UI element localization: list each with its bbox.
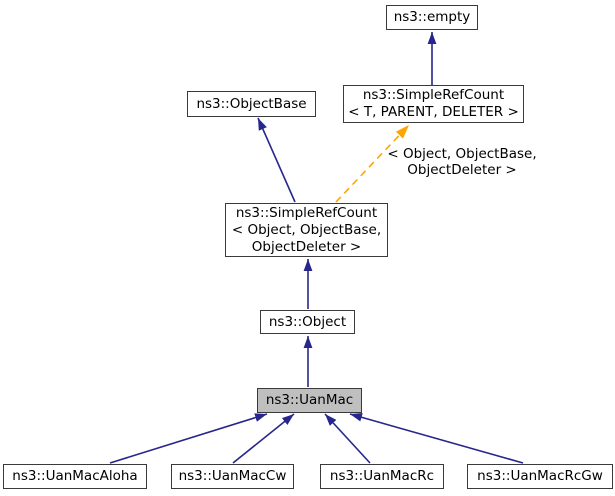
class-node-ns3-simplerefcount-object[interactable]: ns3::SimpleRefCount < Object, ObjectBase… xyxy=(225,203,388,257)
class-node-ns3-uanmaccw[interactable]: ns3::UanMacCw xyxy=(171,464,294,489)
class-node-label: ns3::UanMacRcGw xyxy=(477,468,603,484)
class-node-label: < T, PARENT, DELETER > xyxy=(348,104,519,120)
edge-inherit-simplerefcount-object-to-objectbase xyxy=(257,117,296,203)
class-node-ns3-object[interactable]: ns3::Object xyxy=(260,310,355,334)
class-node-ns3-uanmacrcgw[interactable]: ns3::UanMacRcGw xyxy=(467,464,613,489)
class-node-ns3-uanmacaloha[interactable]: ns3::UanMacAloha xyxy=(3,464,147,489)
class-node-label: ns3::empty xyxy=(393,9,471,25)
edge-inherit-uanmacrcgw-to-uanmac xyxy=(349,413,524,464)
edge-inherit-uanmacaloha-to-uanmac xyxy=(109,413,268,464)
edge-inherit-uanmaccw-to-uanmac xyxy=(232,413,295,464)
class-node-label: ns3::SimpleRefCount xyxy=(235,204,378,221)
class-node-ns3-uanmacrc[interactable]: ns3::UanMacRc xyxy=(320,464,444,489)
class-node-label: ns3::ObjectBase xyxy=(196,95,307,112)
class-node-ns3-uanmac: ns3::UanMac xyxy=(257,388,362,413)
class-node-label: < Object, ObjectBase, xyxy=(231,221,382,238)
class-node-label: ObjectDeleter > xyxy=(251,238,362,255)
class-node-ns3-objectbase[interactable]: ns3::ObjectBase xyxy=(187,91,316,117)
class-node-label: ns3::UanMacCw xyxy=(178,468,287,484)
class-node-ns3-empty[interactable]: ns3::empty xyxy=(386,5,478,30)
edge-template-instantiation xyxy=(335,124,410,203)
class-node-ns3-simplerefcount-t-parent-deleter[interactable]: ns3::SimpleRefCount < T, PARENT, DELETER… xyxy=(343,85,524,123)
class-node-label: ns3::SimpleRefCount xyxy=(362,87,505,103)
template-args-label: < Object, ObjectBase, ObjectDeleter > xyxy=(382,146,542,178)
edge-inherit-uanmacrc-to-uanmac xyxy=(324,413,371,464)
class-node-label: ns3::UanMac xyxy=(265,392,354,408)
template-args-label-line: ObjectDeleter > xyxy=(407,162,517,178)
class-node-label: ns3::UanMacRc xyxy=(329,468,435,484)
template-args-label-line: < Object, ObjectBase, xyxy=(387,146,537,162)
class-node-label: ns3::UanMacAloha xyxy=(12,468,138,484)
class-node-label: ns3::Object xyxy=(268,313,347,330)
